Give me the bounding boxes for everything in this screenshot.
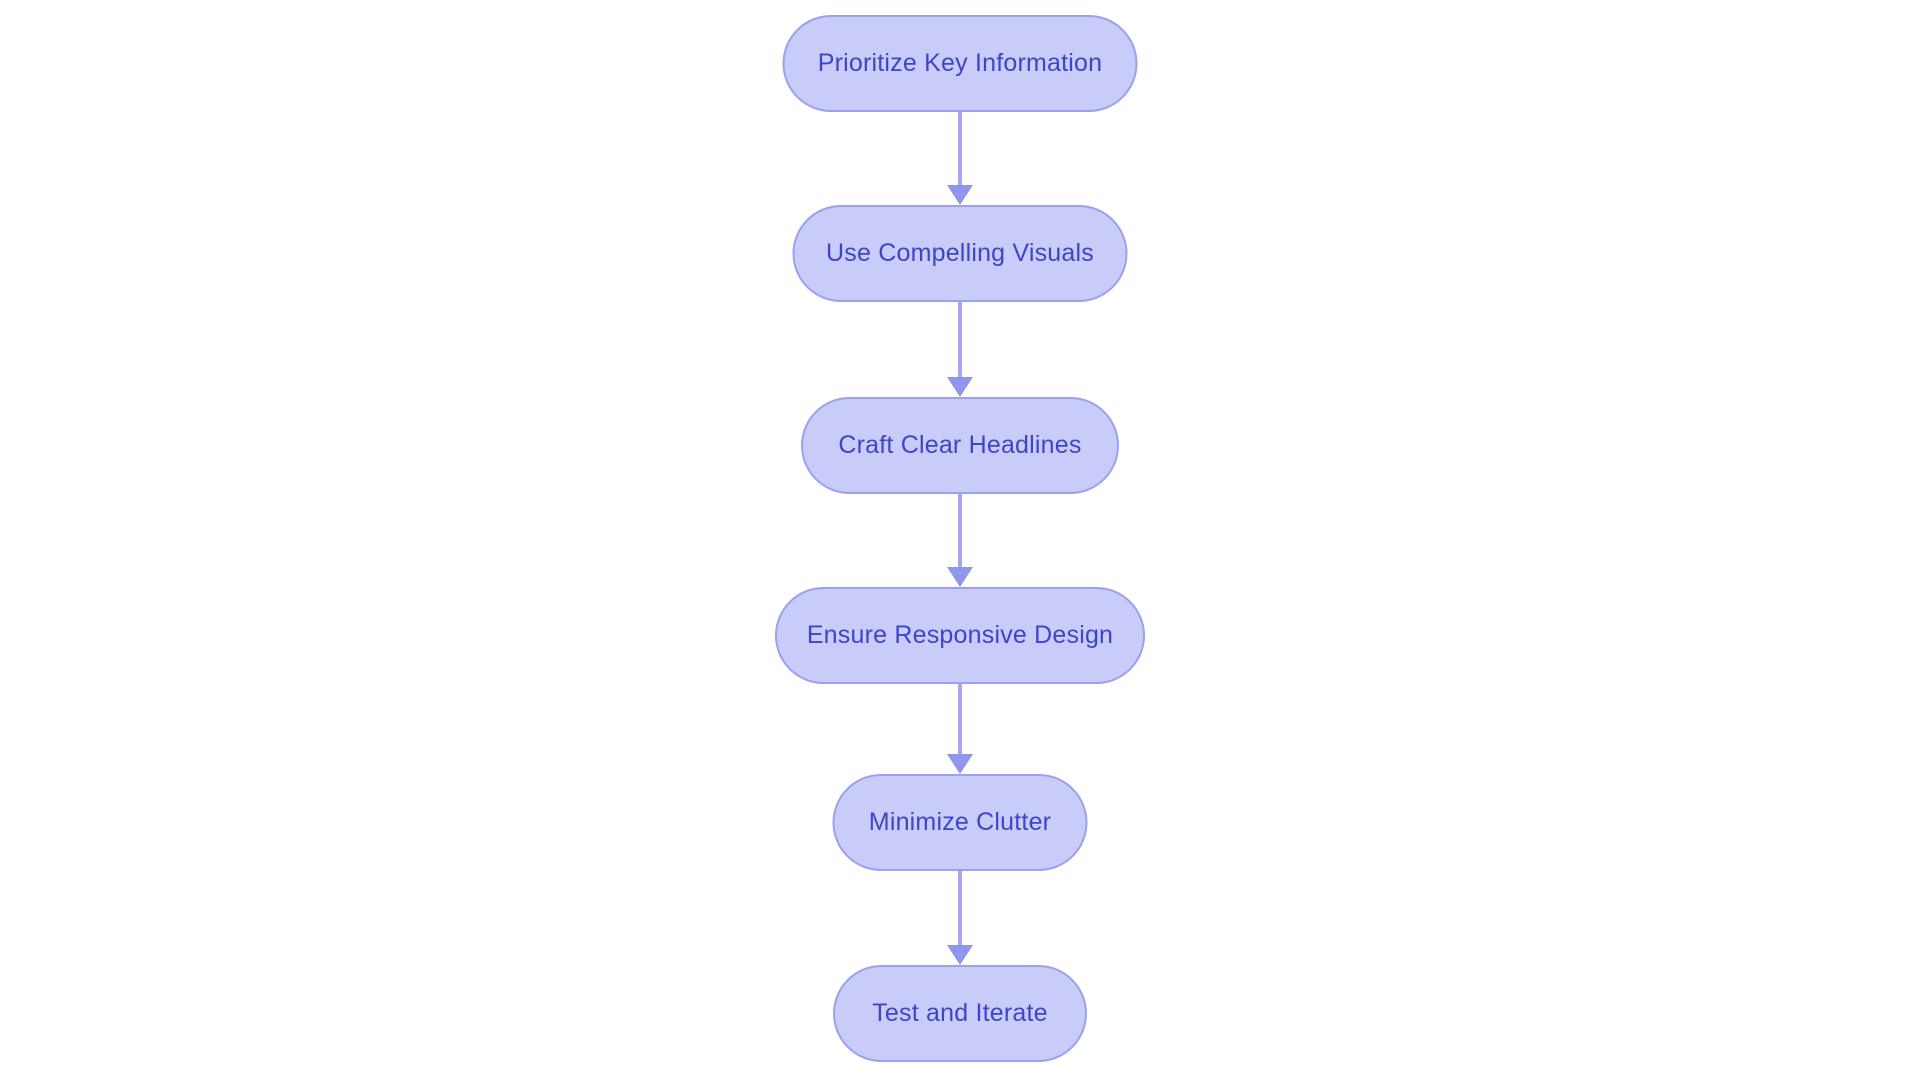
flow-arrow-4 bbox=[947, 684, 973, 774]
arrow-down-icon bbox=[947, 567, 973, 587]
flow-node-ensure-responsive-design: Ensure Responsive Design bbox=[775, 587, 1145, 684]
flow-node-craft-clear-headlines: Craft Clear Headlines bbox=[801, 397, 1119, 494]
flow-arrow-2 bbox=[947, 302, 973, 397]
flow-node-test-and-iterate: Test and Iterate bbox=[833, 965, 1087, 1062]
flow-node-label: Test and Iterate bbox=[872, 999, 1048, 1027]
flow-node-label: Minimize Clutter bbox=[868, 808, 1052, 836]
arrow-down-icon bbox=[947, 945, 973, 965]
flow-node-label: Prioritize Key Information bbox=[817, 49, 1103, 77]
flow-node-label: Ensure Responsive Design bbox=[806, 621, 1114, 649]
flow-arrow-1 bbox=[947, 112, 973, 205]
flow-node-label: Use Compelling Visuals bbox=[826, 239, 1094, 267]
arrow-shaft bbox=[958, 494, 962, 567]
flow-node-label: Craft Clear Headlines bbox=[838, 431, 1082, 459]
flow-node-prioritize-key-information: Prioritize Key Information bbox=[782, 15, 1138, 112]
flow-node-use-compelling-visuals: Use Compelling Visuals bbox=[792, 205, 1128, 302]
flow-arrow-3 bbox=[947, 494, 973, 587]
arrow-shaft bbox=[958, 112, 962, 185]
arrow-down-icon bbox=[947, 754, 973, 774]
arrow-down-icon bbox=[947, 185, 973, 205]
arrow-shaft bbox=[958, 684, 962, 754]
arrow-shaft bbox=[958, 871, 962, 945]
arrow-shaft bbox=[958, 302, 962, 377]
flow-arrow-5 bbox=[947, 871, 973, 965]
flow-node-minimize-clutter: Minimize Clutter bbox=[832, 774, 1088, 871]
arrow-down-icon bbox=[947, 377, 973, 397]
